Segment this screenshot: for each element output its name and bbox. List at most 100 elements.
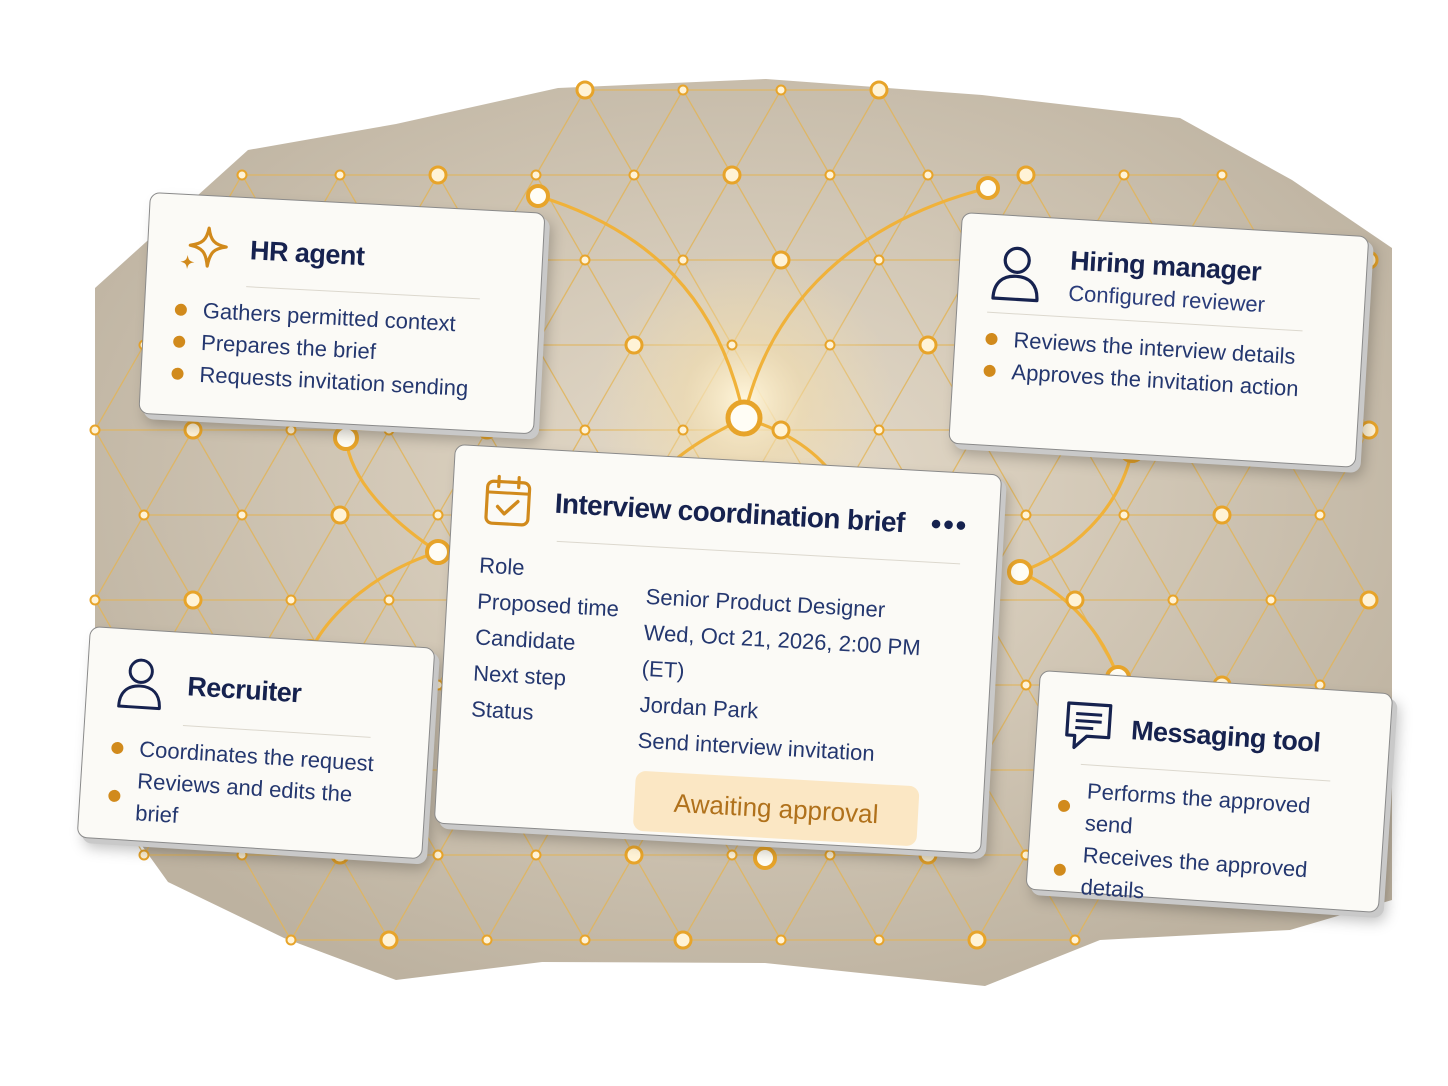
brief-labels: Role Proposed time Candidate Next step S…: [469, 548, 648, 759]
mesh-edge: [829, 174, 880, 261]
mesh-edge: [1270, 514, 1321, 601]
mesh-edge: [241, 429, 292, 516]
mesh-edge: [976, 769, 1027, 856]
mesh-edge: [1172, 599, 1223, 686]
mesh-node: [677, 254, 689, 266]
mesh-node: [530, 849, 542, 861]
mesh-node: [330, 505, 350, 525]
mesh-node: [432, 849, 444, 861]
mesh-node: [1212, 505, 1232, 525]
mesh-edge: [1123, 514, 1174, 601]
mesh-node: [1359, 590, 1379, 610]
connector-node: [1007, 559, 1033, 585]
mesh-node: [481, 934, 493, 946]
mesh-edge: [682, 89, 733, 176]
connector-node: [425, 539, 451, 565]
message-icon: [1065, 701, 1113, 750]
mesh-node: [726, 339, 738, 351]
mesh-edge: [1319, 599, 1370, 686]
mesh-node: [624, 335, 644, 355]
mesh-node: [869, 80, 889, 100]
bullet-dot: [1057, 799, 1071, 813]
hr-agent-card[interactable]: HR agent Gathers permitted context Prepa…: [138, 192, 546, 435]
mesh-edge: [94, 514, 145, 601]
messaging-tool-title: Messaging tool: [1130, 714, 1322, 758]
mesh-node: [1020, 509, 1032, 521]
mesh-node: [579, 934, 591, 946]
mesh-node: [383, 594, 395, 606]
mesh-node: [183, 590, 203, 610]
mesh-node: [677, 84, 689, 96]
mesh-node: [726, 849, 738, 861]
hr-agent-title: HR agent: [249, 234, 366, 271]
mesh-edge: [290, 514, 341, 601]
brief-fields: Role Proposed time Candidate Next step S…: [469, 548, 966, 777]
flow-hr-to-recruiter: [344, 436, 440, 554]
mesh-edge: [878, 259, 929, 346]
mesh-edge: [731, 854, 782, 941]
mesh-edge: [535, 854, 586, 941]
bullet-dot: [111, 741, 124, 755]
mesh-node: [922, 169, 934, 181]
mesh-node: [624, 845, 644, 865]
connector-node: [333, 425, 359, 451]
mesh-edge: [1074, 514, 1125, 601]
mesh-edge: [731, 174, 782, 261]
mesh-node: [873, 934, 885, 946]
mesh-node: [824, 849, 836, 861]
mesh-node: [285, 594, 297, 606]
mesh-edge: [1221, 514, 1272, 601]
mesh-edge: [633, 174, 684, 261]
hiring-manager-bullets: Reviews the interview details Approves t…: [983, 323, 1332, 407]
mesh-node: [677, 424, 689, 436]
mesh-edge: [584, 854, 635, 941]
mesh-node: [1069, 934, 1081, 946]
mesh-edge: [1025, 599, 1076, 686]
mesh-node: [873, 254, 885, 266]
mesh-edge: [339, 854, 390, 941]
messaging-tool-card[interactable]: Messaging tool Performs the approved sen…: [1025, 670, 1394, 913]
more-options-icon[interactable]: •••: [929, 507, 970, 543]
mesh-node: [722, 165, 742, 185]
mesh-node: [1167, 594, 1179, 606]
mesh-edge: [437, 854, 488, 941]
bullet-dot: [985, 332, 998, 346]
mesh-edge: [486, 854, 537, 941]
mesh-node: [138, 509, 150, 521]
mesh-node: [873, 424, 885, 436]
interview-brief-card[interactable]: Interview coordination brief ••• Role Pr…: [433, 444, 1003, 854]
status-badge: Awaiting approval: [632, 770, 920, 847]
flow-recruiter-to-brief: [308, 550, 440, 654]
mesh-node: [775, 84, 787, 96]
mesh-node: [775, 934, 787, 946]
recruiter-title: Recruiter: [186, 670, 303, 708]
mesh-edge: [339, 514, 390, 601]
mesh-node: [138, 849, 150, 861]
mesh-node: [530, 169, 542, 181]
mesh-node: [236, 509, 248, 521]
mesh-node: [236, 169, 248, 181]
mesh-edge: [143, 514, 194, 601]
recruiter-card[interactable]: Recruiter Coordinates the request Review…: [76, 626, 436, 860]
mesh-edge: [241, 854, 292, 941]
mesh-node: [771, 250, 791, 270]
mesh-node: [334, 169, 346, 181]
mesh-node: [285, 934, 297, 946]
mesh-node: [1016, 165, 1036, 185]
mesh-node: [89, 594, 101, 606]
connector-node: [725, 399, 763, 437]
connector-node: [526, 184, 550, 208]
flow-hm-to-hub: [742, 186, 990, 420]
mesh-edge: [1319, 514, 1370, 601]
mesh-node: [1020, 679, 1032, 691]
mesh-edge: [682, 854, 733, 941]
hiring-manager-card[interactable]: Hiring manager Configured reviewer Revie…: [948, 212, 1370, 468]
person-icon: [117, 658, 161, 711]
mesh-edge: [1319, 429, 1370, 516]
mesh-node: [824, 169, 836, 181]
mesh-edge: [878, 89, 929, 176]
mesh-node: [285, 424, 297, 436]
mesh-node: [1359, 420, 1379, 440]
mesh-edge: [535, 259, 586, 346]
mesh-edge: [339, 429, 390, 516]
